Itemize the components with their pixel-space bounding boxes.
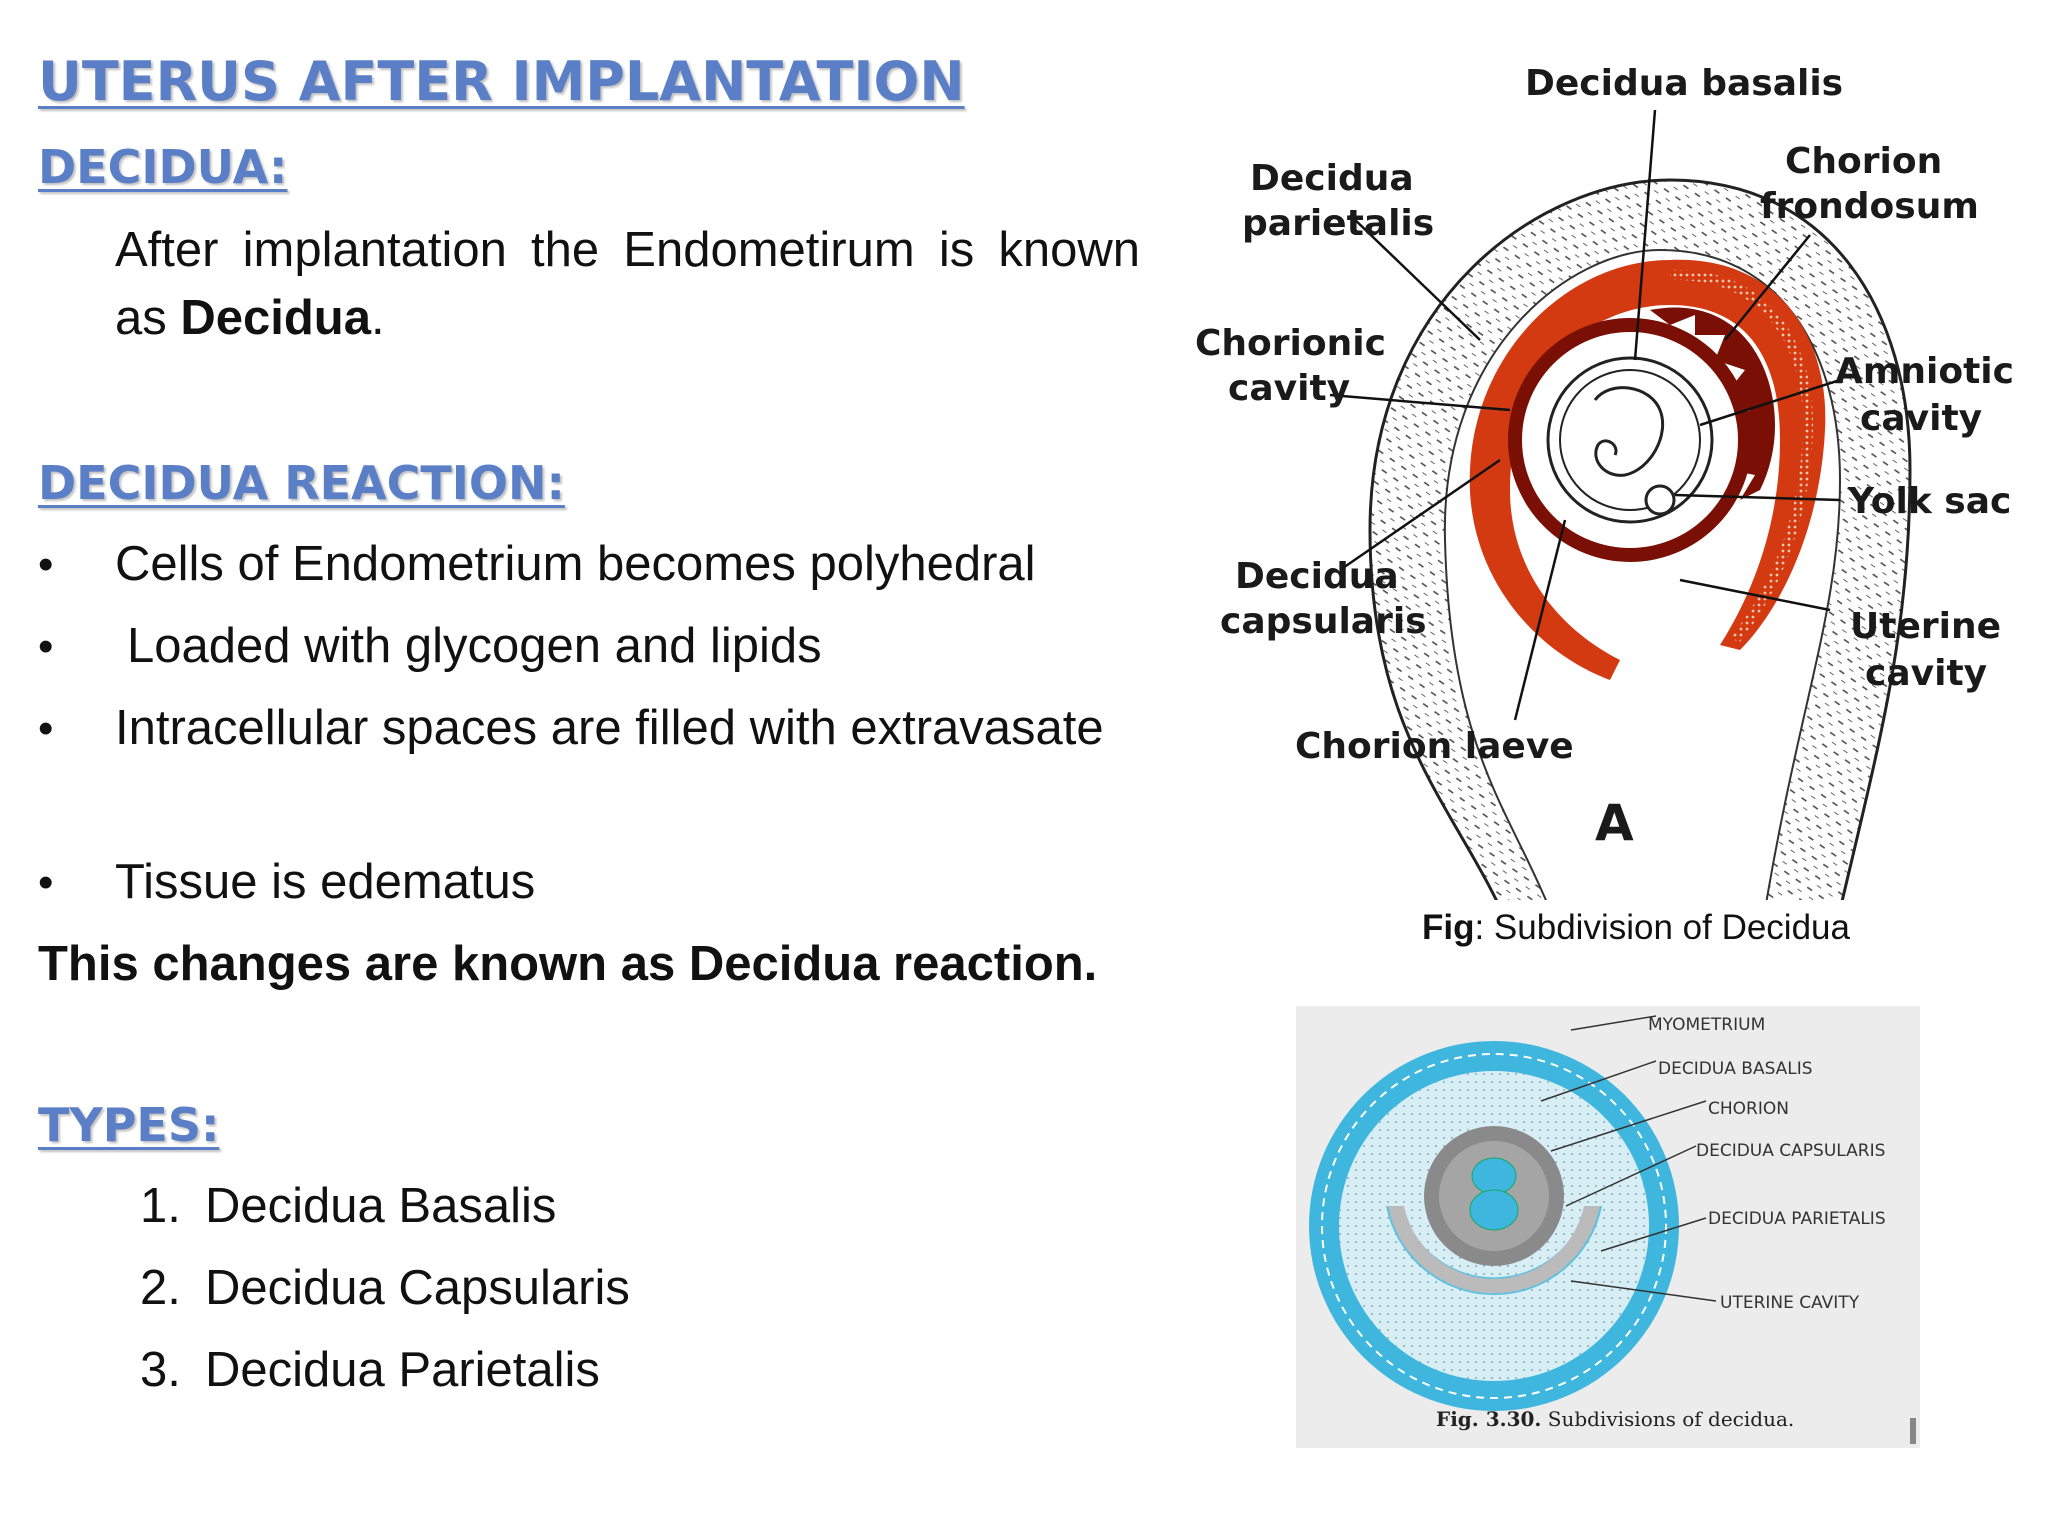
label-amniotic-cavity-2: cavity <box>1860 398 1982 439</box>
label-decidua-capsularis: Decidua <box>1235 556 1399 597</box>
label-myometrium: MYOMETRIUM <box>1648 1015 1765 1035</box>
figure-a-diagram: Decidua basalis Decidua parietalis Chori… <box>1195 63 2014 900</box>
label-decidua-parietalis: Decidua <box>1250 158 1414 199</box>
decidua-heading: DECIDUA: <box>38 140 288 194</box>
label-chorion-frondosum-2: frondosum <box>1760 186 1979 227</box>
figure-b-diagram: MYOMETRIUM DECIDUA BASALIS CHORION DECID… <box>1309 1015 1916 1444</box>
figure-b-panel: MYOMETRIUM DECIDUA BASALIS CHORION DECID… <box>1296 1006 1920 1448</box>
list-number: 3. <box>140 1343 181 1397</box>
label-decidua-basalis-b: DECIDUA BASALIS <box>1658 1059 1813 1079</box>
label-uterine-cavity-2: cavity <box>1865 653 1987 694</box>
label-chorion-laeve: Chorion laeve <box>1295 726 1574 767</box>
panel-letter: A <box>1595 794 1634 852</box>
label-amniotic-cavity: Amniotic <box>1835 351 2014 392</box>
list-item: Decidua Parietalis <box>205 1343 600 1397</box>
list-item: Decidua Capsularis <box>205 1261 630 1315</box>
label-decidua-parietalis-b: DECIDUA PARIETALIS <box>1708 1209 1886 1229</box>
label-uterine-cavity-b: UTERINE CAVITY <box>1720 1293 1860 1313</box>
label-uterine-cavity: Uterine <box>1850 606 2001 647</box>
label-decidua-capsularis-b: DECIDUA CAPSULARIS <box>1696 1141 1885 1161</box>
slide-title: UTERUS AFTER IMPLANTATION <box>38 50 965 113</box>
uterine-cavity-arc <box>1388 1206 1600 1294</box>
list-item: Cells of Endometrium becomes polyhedral <box>115 537 1036 591</box>
bullet-marker: • <box>38 858 54 907</box>
label-chorionic-cavity-2: cavity <box>1228 368 1350 409</box>
list-number: 1. <box>140 1179 181 1233</box>
embryo-lower <box>1469 1189 1519 1231</box>
label-chorionic-cavity: Chorionic <box>1195 323 1386 364</box>
label-yolk-sac: Yolk sac <box>1847 481 2011 522</box>
chorion-frondosum <box>1650 307 1775 500</box>
list-item: Decidua Basalis <box>205 1179 557 1233</box>
figure-a-caption: Fig: Subdivision of Decidua <box>1422 908 1850 948</box>
figure-b-caption: Fig. 3.30. Subdivisions of decidua. <box>1436 1407 1794 1431</box>
decidua-definition-text: After implantation the Endometirum is kn… <box>115 223 1140 345</box>
decidua-term: Decidua <box>180 291 371 345</box>
list-item: Tissue is edematus <box>115 855 536 909</box>
list-item: Loaded with glycogen and lipids <box>127 619 822 673</box>
bullet-marker: • <box>38 622 54 671</box>
bullet-marker: • <box>38 540 54 589</box>
bullet-marker: • <box>38 704 54 753</box>
decidua-definition-end: . <box>371 291 385 345</box>
types-heading: TYPES: <box>38 1098 220 1152</box>
embryo-upper <box>1471 1157 1517 1195</box>
label-decidua-parietalis-2: parietalis <box>1242 203 1434 244</box>
list-number: 2. <box>140 1261 181 1315</box>
decidua-reaction-heading: DECIDUA REACTION: <box>38 456 565 510</box>
label-decidua-capsularis-2: capsularis <box>1220 601 1427 642</box>
reaction-conclusion: This changes are known as Decidua reacti… <box>38 937 1098 991</box>
label-decidua-basalis: Decidua basalis <box>1525 63 1843 104</box>
yolk-sac <box>1644 484 1676 516</box>
figure-a-caption-label: Fig <box>1422 908 1475 947</box>
label-chorion-frondosum: Chorion <box>1785 141 1942 182</box>
figure-a-caption-text: : Subdivision of Decidua <box>1474 908 1850 947</box>
embryo <box>1593 386 1665 477</box>
decidua-definition: After implantation the Endometirum is kn… <box>115 216 1140 352</box>
list-item: Intracellular spaces are filled with ext… <box>115 701 1104 755</box>
label-chorion: CHORION <box>1708 1099 1789 1119</box>
